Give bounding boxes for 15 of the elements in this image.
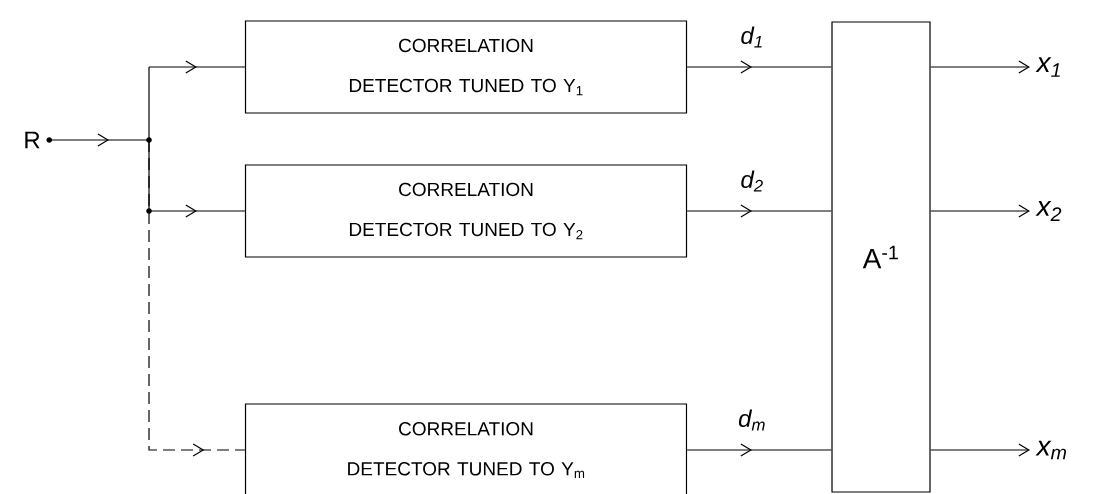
edge-label: d$_{1}$	[741, 26, 762, 48]
arrow	[46, 133, 152, 147]
detector-box: CORRELATION DETECTOR TUNED TO Y$_{m}$	[244, 403, 688, 494]
output-label: x$_{1}$	[1035, 57, 1060, 77]
edge-label: d$_{2}$	[741, 170, 763, 192]
detector-box: CORRELATION DETECTOR TUNED TO Y$_{2}$	[244, 164, 688, 258]
output-arrow	[930, 60, 1030, 74]
edge-label: d$_{m}$	[738, 409, 765, 431]
output-label: x$_{m}$	[1035, 440, 1066, 460]
detector-box: CORRELATION DETECTOR TUNED TO Y$_{1}$	[244, 20, 688, 114]
input-label: R	[25, 131, 40, 149]
output-label: x$_{2}$	[1035, 201, 1062, 221]
output-arrow	[930, 204, 1030, 218]
matrix-box: A$^{-1}$	[831, 21, 931, 493]
output-arrow	[930, 443, 1030, 457]
